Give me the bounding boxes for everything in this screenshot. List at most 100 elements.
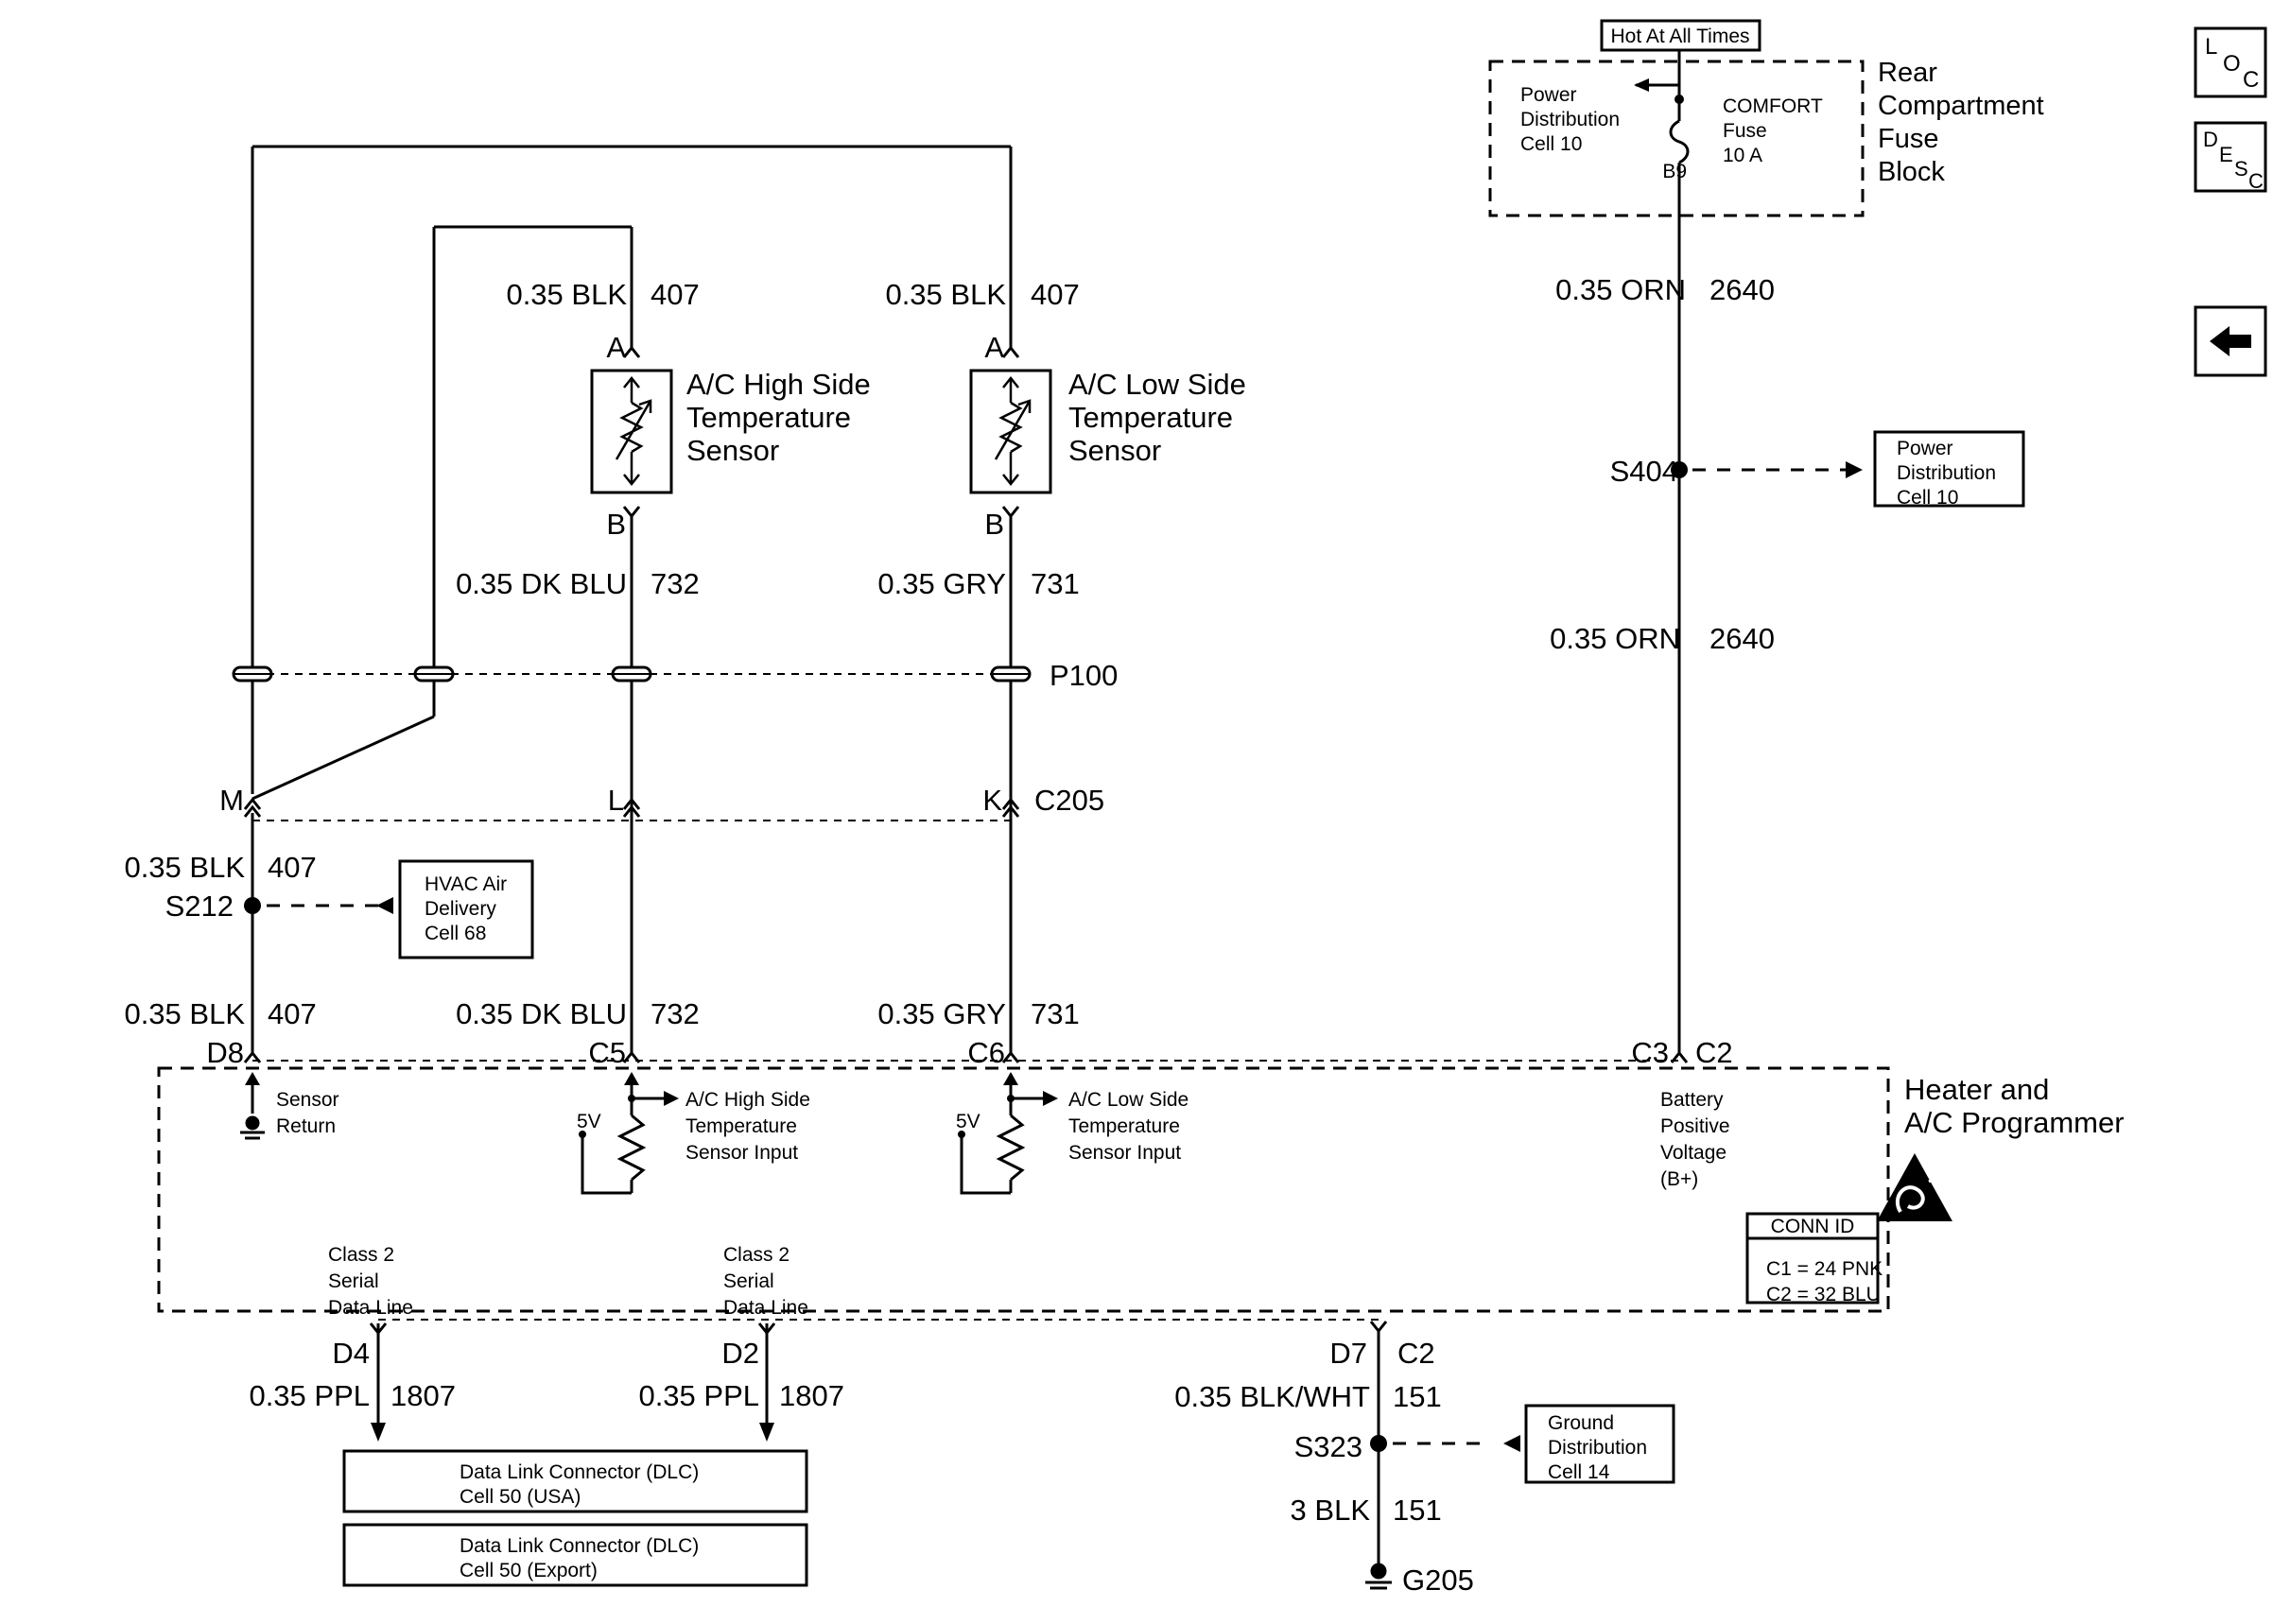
pin-c5-label: C5 xyxy=(588,1036,626,1069)
programmer-title: Heater and A/C Programmer xyxy=(1904,1073,2125,1139)
s212-splice-dot xyxy=(244,897,261,914)
pin-c2-bottom-label: C2 xyxy=(1397,1337,1435,1370)
s323-splice-dot xyxy=(1370,1435,1387,1452)
high-input-arrow-up xyxy=(624,1072,639,1085)
low-5v-dot xyxy=(958,1131,965,1138)
svg-text:Sensor Input: Sensor Input xyxy=(685,1142,798,1164)
blk-left-lower-circuit: 407 xyxy=(268,997,317,1030)
gry-low-circuit: 731 xyxy=(1031,997,1080,1030)
g205-ground-icon xyxy=(1365,1563,1392,1590)
svg-text:Class 2: Class 2 xyxy=(723,1244,789,1266)
s404-ref-text: Power Distribution Cell 10 xyxy=(1897,438,1996,509)
pin-c2-top-label: C2 xyxy=(1695,1036,1733,1069)
fuse-block-outline xyxy=(1488,60,1865,217)
high-sensor-pin-b xyxy=(622,506,641,519)
svg-text:A/C Low Side: A/C Low Side xyxy=(1068,1089,1189,1111)
c205-pin-l-female xyxy=(622,797,641,810)
low-sensor-pin-a xyxy=(1001,345,1020,358)
svg-text:D: D xyxy=(2203,128,2218,151)
loc-button-label: L O C xyxy=(2205,34,2259,93)
pin-d4-label: D4 xyxy=(332,1337,370,1370)
svg-text:O: O xyxy=(2223,51,2241,77)
s404-label: S404 xyxy=(1610,455,1678,488)
dlc-usa-text: Data Link Connector (DLC) Cell 50 (USA) xyxy=(460,1461,699,1508)
svg-text:Ground: Ground xyxy=(1548,1412,1614,1434)
c205-pin-m-label: M xyxy=(219,784,244,817)
svg-text:Data Link Connector (DLC): Data Link Connector (DLC) xyxy=(460,1461,699,1483)
orn-lower-gauge: 0.35 ORN xyxy=(1550,622,1680,655)
blkwht-circuit: 151 xyxy=(1393,1380,1442,1413)
low-sensor-pin-a-label: A xyxy=(984,331,1004,364)
blk-low-top-circuit: 407 xyxy=(1031,278,1080,311)
svg-text:C2 = 32 BLU: C2 = 32 BLU xyxy=(1766,1284,1881,1305)
ppl-right-arrow xyxy=(759,1423,774,1442)
svg-text:C1 = 24 PNK: C1 = 24 PNK xyxy=(1766,1258,1883,1280)
high-side-sensor-title: A/C High Side Temperature Sensor xyxy=(686,368,871,467)
dkblu-low-circuit: 732 xyxy=(651,997,700,1030)
dkblu-mid-circuit: 732 xyxy=(651,567,700,600)
fuse-block-title: Rear Compartment Fuse Block xyxy=(1878,58,2044,187)
high-side-sensor-box xyxy=(590,369,673,494)
high-sensor-pin-a-label: A xyxy=(606,331,626,364)
sensor-return-label: Sensor Return xyxy=(276,1089,339,1137)
c205-pin-k-label: K xyxy=(982,784,1002,817)
back-button[interactable] xyxy=(2195,307,2265,375)
svg-text:Cell 50 (USA): Cell 50 (USA) xyxy=(460,1486,581,1508)
low-sensor-pin-b xyxy=(1001,506,1020,519)
sensor-return-arrow xyxy=(245,1072,260,1085)
svg-text:Data Link Connector (DLC): Data Link Connector (DLC) xyxy=(460,1535,699,1557)
high-sensor-pin-b-label: B xyxy=(606,508,626,541)
pin-d8-label: D8 xyxy=(206,1036,244,1069)
svg-text:Distribution: Distribution xyxy=(1548,1437,1647,1459)
svg-text:C: C xyxy=(2248,169,2264,193)
svg-text:COMFORT: COMFORT xyxy=(1723,95,1823,117)
orn-upper-circuit: 2640 xyxy=(1709,273,1775,306)
svg-text:Cell 14: Cell 14 xyxy=(1548,1461,1610,1483)
c205-pin-k-female xyxy=(1001,797,1020,810)
svg-text:A/C High Side: A/C High Side xyxy=(686,368,871,401)
c5-pin xyxy=(622,1050,641,1063)
dkblu-low-gauge: 0.35 DK BLU xyxy=(456,997,627,1030)
c205-pin-k-male xyxy=(1001,804,1020,818)
svg-text:Heater and: Heater and xyxy=(1904,1073,2049,1106)
high-input-arrow-right xyxy=(664,1091,679,1106)
conn-id-box xyxy=(1745,1212,1880,1304)
c3-pin xyxy=(1670,1050,1689,1063)
g205-label: G205 xyxy=(1402,1564,1474,1597)
ppl-left-arrow xyxy=(371,1423,386,1442)
s212-ref-text: HVAC Air Delivery Cell 68 xyxy=(425,873,507,944)
low-5v-label: 5V xyxy=(956,1111,980,1132)
svg-text:(B+): (B+) xyxy=(1660,1168,1698,1190)
svg-text:Sensor: Sensor xyxy=(276,1089,339,1111)
svg-text:Positive: Positive xyxy=(1660,1115,1730,1137)
s323-ref-box xyxy=(1524,1404,1675,1484)
svg-text:Power: Power xyxy=(1520,84,1577,106)
low-input-arrow-right xyxy=(1043,1091,1058,1106)
svg-text:10 A: 10 A xyxy=(1723,145,1762,166)
svg-text:Cell 50 (Export): Cell 50 (Export) xyxy=(460,1560,598,1581)
high-5v-dot xyxy=(579,1131,586,1138)
loc-button-frame xyxy=(2194,26,2267,98)
low-sensor-pin-b-label: B xyxy=(984,508,1004,541)
dlc-usa-box xyxy=(342,1449,808,1513)
svg-text:E: E xyxy=(2219,143,2233,166)
dkblu-mid-gauge: 0.35 DK BLU xyxy=(456,567,627,600)
dlc-export-text: Data Link Connector (DLC) Cell 50 (Expor… xyxy=(460,1535,699,1581)
pd-feed-arrow xyxy=(1634,78,1649,92)
blk-ground-gauge: 3 BLK xyxy=(1291,1494,1371,1527)
dlc-export-box xyxy=(342,1523,808,1587)
c205-pin-l-male xyxy=(622,804,641,818)
svg-text:Temperature: Temperature xyxy=(686,401,851,434)
fuse-block-junction xyxy=(1674,95,1684,104)
fuse-block-pd-ref: Power Distribution Cell 10 xyxy=(1520,84,1620,155)
left-arrow-icon xyxy=(2210,326,2251,356)
blk-left-upper-circuit: 407 xyxy=(268,851,317,884)
high-input-label: A/C High Side Temperature Sensor Input xyxy=(685,1089,810,1164)
c205-pin-m-female xyxy=(243,797,262,810)
svg-text:S: S xyxy=(2234,157,2248,181)
high-5v-wire xyxy=(581,1134,632,1195)
svg-text:Temperature: Temperature xyxy=(1068,1115,1180,1137)
svg-text:Compartment: Compartment xyxy=(1878,91,2044,121)
svg-text:Fuse: Fuse xyxy=(1878,124,1938,154)
svg-text:Delivery: Delivery xyxy=(425,898,496,920)
